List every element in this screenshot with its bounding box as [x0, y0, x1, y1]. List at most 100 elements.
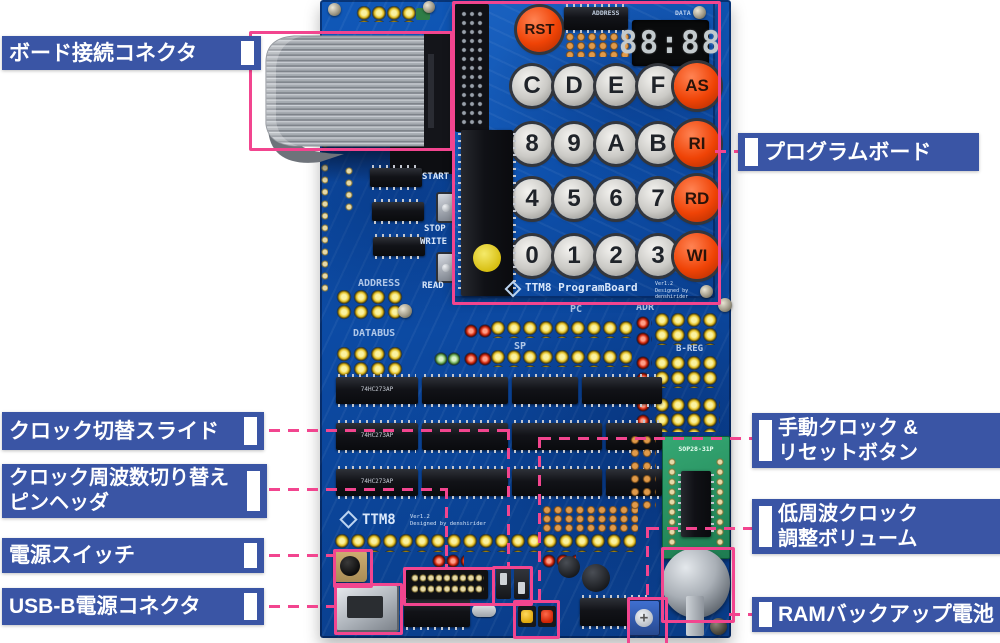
label-marker [241, 41, 254, 65]
silk-credit: Designed by denshirider [410, 521, 487, 528]
key-8: 8 [512, 124, 552, 164]
ic-chip [512, 420, 602, 453]
key-5: 5 [554, 179, 594, 219]
label-power-switch: 電源スイッチ [2, 538, 264, 573]
label-marker [247, 471, 260, 511]
ic-chip [422, 420, 508, 453]
screw [700, 285, 713, 298]
callout-line-lfo-v [646, 527, 649, 597]
key-1: 1 [554, 236, 594, 276]
address-leds [336, 290, 404, 320]
callout-line-program-board [715, 150, 738, 153]
ic-chip [372, 199, 424, 224]
battery-clip [686, 596, 704, 636]
power-switch-button [340, 556, 360, 576]
slide-switch [496, 568, 511, 599]
screw [718, 298, 732, 312]
keypad-row: 0 1 2 3 [511, 235, 679, 277]
label-ram-battery: RAMバックアップ電池 [752, 597, 1000, 632]
label-marker [759, 506, 772, 547]
label-text: 手動クロック & リセットボタン [778, 416, 1000, 466]
screw [328, 3, 341, 16]
highlight-pin-header [403, 567, 495, 606]
label-lfo: 低周波クロック 調整ボリューム [752, 499, 1000, 554]
resistor-field [542, 506, 638, 532]
label-line: ボード接続コネクタ [9, 41, 198, 65]
trimmer-potentiometer: + [628, 600, 660, 636]
highlight-program-board [452, 1, 721, 305]
silk-version-block: Ver1.2 Designed by denshirider [410, 514, 486, 528]
ttm8-logo-diamond [339, 510, 358, 529]
highlight-usb-connector [334, 583, 403, 635]
red-leds [432, 554, 464, 568]
test-pads [344, 166, 354, 212]
silk-adr: ADR [636, 302, 655, 313]
key-6: 6 [596, 179, 636, 219]
green-leds [434, 352, 460, 366]
label-program-board: プログラムボード [738, 133, 979, 171]
highlight-clock-reset-buttons [513, 600, 560, 639]
ic-chip [422, 466, 508, 499]
slide-switch [514, 568, 529, 599]
silk-start: START [422, 172, 450, 182]
program-board-credit: Ver1.2 Designed by denshirider [655, 281, 715, 301]
label-clock-freq: クロック周波数切り替え ピンヘッダ [2, 464, 267, 518]
label-line: ピンヘッダ [9, 492, 109, 514]
reg-leds [654, 356, 718, 388]
key-WI: WI [674, 233, 720, 279]
label-text: クロック切替スライド [9, 419, 238, 444]
callout-line-clock-slide [250, 429, 509, 432]
key-RI: RI [674, 121, 720, 167]
highlight-power-switch [333, 549, 373, 588]
keypad-row: 8 9 A B [511, 123, 679, 165]
sop28-adapter-board: SOP28-31P [662, 436, 730, 559]
ribbon-cable [265, 32, 450, 163]
label-line: 調整ボリューム [778, 527, 918, 550]
highlight-ribbon-connector [249, 31, 453, 151]
display-value: 88:88 [618, 25, 723, 61]
label-manual-clock: 手動クロック & リセットボタン [752, 413, 1000, 468]
label-text: プログラムボード [764, 140, 972, 165]
key-AS: AS [674, 63, 720, 109]
label-text: クロック周波数切り替え ピンヘッダ [9, 466, 241, 516]
chip-window [473, 244, 501, 272]
capacitor [582, 564, 610, 592]
ic-chip [373, 234, 425, 259]
ic-74hc273: 74HC273AP [336, 374, 418, 407]
ic-chip [370, 165, 422, 190]
silk-title: TTM8 [362, 512, 396, 528]
databus-leds [336, 347, 404, 377]
ic-chip [512, 374, 578, 407]
sub-board-pads [667, 457, 677, 549]
callout-line-ram-battery [729, 613, 752, 616]
key-B: B [638, 124, 678, 164]
key-9: 9 [554, 124, 594, 164]
label-marker [244, 417, 257, 445]
capacitor [558, 556, 580, 578]
label-marker [759, 420, 772, 461]
label-text: USB-B電源コネクタ [9, 594, 238, 619]
callout-line-clock-freq [250, 488, 448, 491]
label-line: クロック切替スライド [9, 419, 219, 443]
led-row [356, 6, 416, 22]
label-line: 手動クロック & [778, 416, 918, 439]
keypad-row: C D E F [511, 65, 679, 107]
pin-header [406, 570, 488, 599]
reset-button [538, 606, 556, 627]
idc-socket [455, 4, 489, 132]
silk-databus: DATABUS [353, 328, 396, 339]
rst-key: RST [517, 7, 562, 52]
red-leds [464, 324, 492, 338]
silk-breg: B-REG [676, 344, 704, 354]
resistor-field [630, 436, 656, 514]
soic-chip [678, 471, 714, 537]
label-usb: USB-B電源コネクタ [2, 588, 264, 625]
label-clock-slide: クロック切替スライド [2, 412, 264, 450]
callout-line-manual-clock [540, 437, 752, 440]
bottom-led-row [334, 534, 636, 552]
crystal-oscillator [472, 604, 496, 617]
pc-leds [490, 321, 632, 338]
program-board-version: Ver1.2 [655, 281, 674, 287]
ic-74hc273: 74HC273AP [336, 420, 418, 453]
